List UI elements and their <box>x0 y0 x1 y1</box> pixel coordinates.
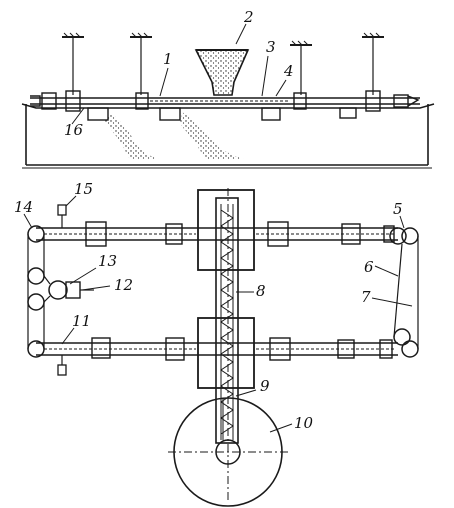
fitting-11 <box>57 364 67 376</box>
label-7: 7 <box>361 288 371 306</box>
label-14: 14 <box>14 198 33 216</box>
label-13: 13 <box>98 252 117 270</box>
label-3: 3 <box>266 38 276 56</box>
material-pile-left <box>104 112 164 160</box>
upper-screw <box>36 221 398 247</box>
ceiling-hangers <box>62 32 384 95</box>
upper-gearbox <box>197 189 255 271</box>
left-chain-drive <box>27 225 45 358</box>
material-pile-right <box>180 112 248 160</box>
hanger <box>290 40 312 95</box>
hopper <box>194 49 250 96</box>
trough-base <box>21 103 435 169</box>
hanger <box>62 32 84 95</box>
plan-view: 14 15 5 6 7 8 9 10 11 12 13 <box>14 180 419 507</box>
fitting-15 <box>57 204 67 216</box>
label-10: 10 <box>294 414 314 432</box>
hanger <box>362 32 384 95</box>
label-4: 4 <box>283 62 294 80</box>
label-8: 8 <box>256 282 266 300</box>
screw-shaft-elevation <box>30 90 420 121</box>
label-6: 6 <box>364 258 374 276</box>
central-conveyor <box>215 197 239 444</box>
lower-gearbox <box>197 317 255 389</box>
label-16: 16 <box>64 121 84 139</box>
label-5: 5 <box>393 200 403 218</box>
label-9: 9 <box>260 377 270 395</box>
large-wheel <box>168 397 288 507</box>
label-15: 15 <box>74 180 93 198</box>
lower-screw <box>36 337 398 361</box>
label-11: 11 <box>72 312 91 330</box>
hanger <box>130 32 152 95</box>
label-12: 12 <box>114 276 133 294</box>
right-chain-drive <box>389 227 419 358</box>
label-1: 1 <box>163 50 173 68</box>
label-2: 2 <box>243 8 254 26</box>
side-elevation-view: 1 2 3 4 16 <box>21 8 435 169</box>
